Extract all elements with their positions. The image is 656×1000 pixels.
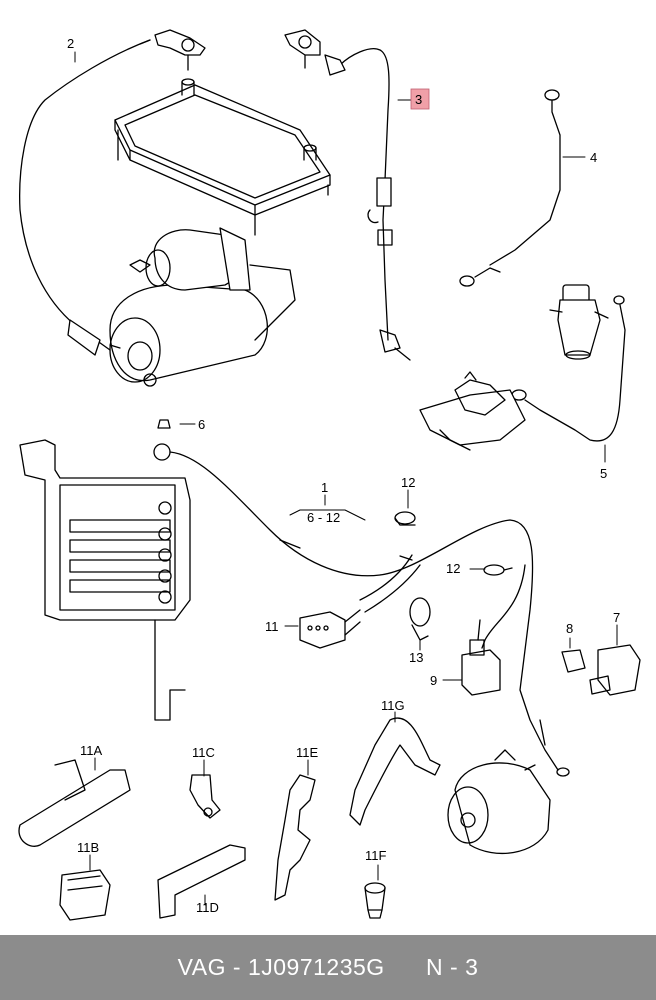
bracket-11D <box>157 844 246 919</box>
footer-brand: VAG <box>177 954 226 980</box>
connector-11 <box>299 609 361 649</box>
sender-9 <box>461 619 501 696</box>
leader-lines <box>74 51 618 906</box>
label-13: 13 <box>409 650 423 665</box>
bracket-11C <box>189 774 221 819</box>
bracket-11E <box>274 774 316 901</box>
label-4: 4 <box>590 150 597 165</box>
battery-ground-cable-2 <box>19 29 206 356</box>
main-wiring-harness-1 <box>169 451 570 777</box>
label-6: 6 <box>198 417 205 432</box>
cable-tie-13 <box>409 597 431 641</box>
label-11G: 11G <box>381 698 405 713</box>
footer-section: N - 3 <box>426 954 479 980</box>
label-8: 8 <box>566 621 573 636</box>
fuse-box <box>19 419 191 721</box>
battery-positive-cable-3 <box>284 29 411 361</box>
label-11E: 11E <box>296 745 318 760</box>
label-7: 7 <box>613 610 620 625</box>
label-11B: 11B <box>77 840 99 855</box>
label-1: 1 <box>321 480 328 495</box>
label-9: 9 <box>430 673 437 688</box>
connector-11B <box>59 869 111 921</box>
label-3: 3 <box>415 92 422 107</box>
gearshift-housing <box>419 371 526 451</box>
battery <box>114 78 331 236</box>
bracket-11G <box>349 717 441 826</box>
footer-caption: VAG - 1J0971235G N - 3 <box>178 954 479 981</box>
label-11D: 11D <box>196 900 219 915</box>
cable-clip-12b <box>483 564 513 576</box>
cable-clip-12 <box>394 511 416 526</box>
ground-strap-4 <box>459 89 561 287</box>
bracket-11A <box>18 759 131 847</box>
label-11A: 11A <box>80 743 102 758</box>
starter-motor <box>109 227 296 387</box>
footer-separator: - <box>226 954 248 980</box>
alternator <box>447 749 551 855</box>
label-1-range: 6 - 12 <box>307 510 340 525</box>
label-11C: 11C <box>192 745 215 760</box>
label-5: 5 <box>600 466 607 481</box>
grommet-11F <box>364 882 386 919</box>
ignition-coil <box>549 284 609 360</box>
callout-labels: 2 3 4 5 6 1 6 - 12 12 12 11 13 9 8 7 11G… <box>67 36 620 915</box>
footer-part-number: 1J0971235G <box>247 954 385 980</box>
label-2: 2 <box>67 36 74 51</box>
footer-bar: VAG - 1J0971235G N - 3 <box>0 935 656 1000</box>
label-11: 11 <box>265 619 279 634</box>
ground-strap-5 <box>511 295 626 442</box>
cap-8 <box>561 649 586 673</box>
switch-7 <box>589 644 641 696</box>
label-11F: 11F <box>365 848 386 863</box>
label-12-bottom: 12 <box>446 561 460 576</box>
highlight-box-3 <box>410 88 430 110</box>
wiring-diagram: 2 3 4 5 6 1 6 - 12 12 12 11 13 9 8 7 11G… <box>18 29 641 921</box>
label-12-top: 12 <box>401 475 415 490</box>
